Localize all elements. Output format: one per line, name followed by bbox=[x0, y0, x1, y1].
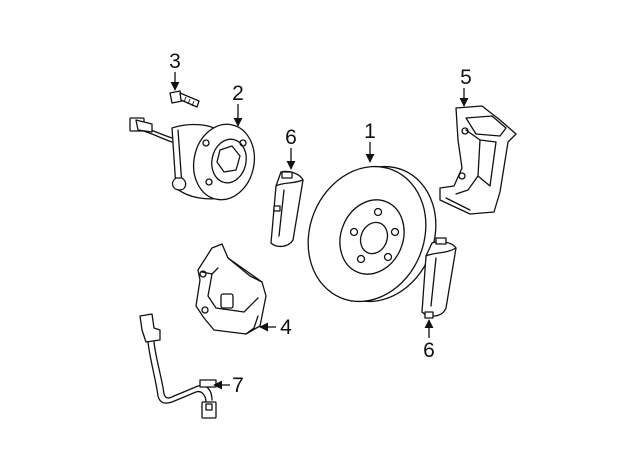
callout-6-bottom: 6 bbox=[423, 339, 435, 362]
brake-rotor bbox=[307, 165, 437, 303]
callout-4: 4 bbox=[280, 316, 292, 339]
callout-2: 2 bbox=[232, 82, 244, 105]
brake-pad-upper bbox=[270, 170, 304, 248]
callout-1: 1 bbox=[364, 120, 376, 143]
callout-6-top: 6 bbox=[285, 126, 297, 149]
brake-pad-lower bbox=[421, 237, 457, 319]
wheel-bolt bbox=[169, 90, 200, 108]
brake-caliper bbox=[195, 243, 267, 335]
callout-3: 3 bbox=[169, 50, 181, 73]
hub-bearing bbox=[129, 117, 256, 201]
brake-hose bbox=[139, 313, 217, 419]
caliper-bracket bbox=[439, 105, 517, 215]
callout-5: 5 bbox=[460, 66, 472, 89]
callout-7: 7 bbox=[232, 374, 244, 397]
